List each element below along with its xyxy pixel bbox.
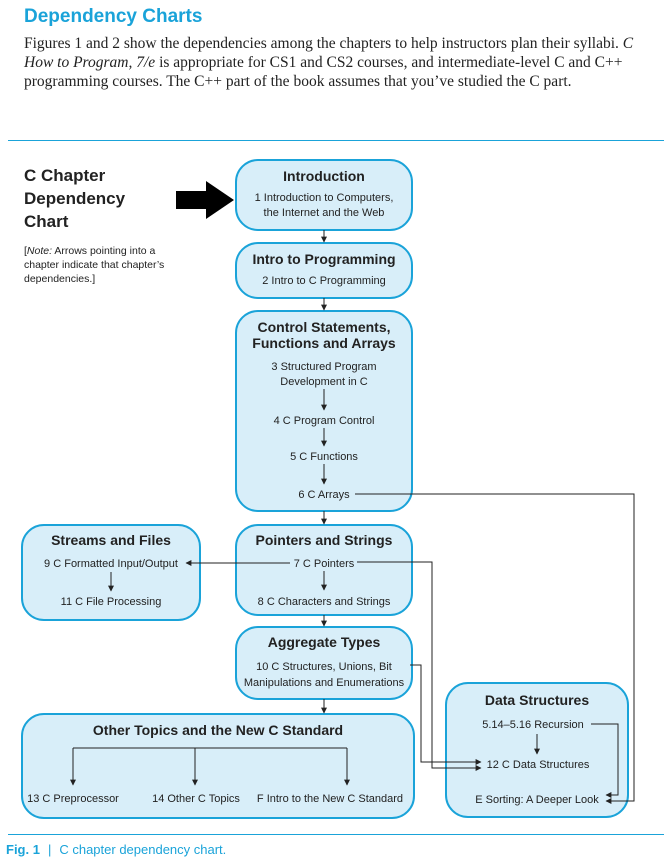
chapter-label: 8 C Characters and Strings: [258, 596, 391, 608]
caption-divider: |: [47, 842, 52, 857]
start-arrow-icon: [176, 181, 234, 219]
chapter-label: 6 C Arrays: [298, 489, 350, 501]
chapter-label: Development in C: [280, 376, 367, 388]
chapter-label: 5 C Functions: [290, 451, 358, 463]
chapter-label: 2 Intro to C Programming: [262, 275, 386, 287]
note-bracket: [: [24, 245, 27, 257]
group-title: Aggregate Types: [268, 634, 381, 650]
figure-number: Fig. 1: [6, 842, 40, 857]
caption-text: C chapter dependency chart.: [59, 842, 227, 857]
group-title: Introduction: [283, 168, 365, 184]
chapter-label: 4 C Program Control: [274, 415, 375, 427]
book-title: C How to Program, 7/e: [24, 35, 634, 71]
chapter-label: 9 C Formatted Input/Output: [44, 558, 178, 570]
group-title: Data Structures: [485, 692, 589, 708]
chapter-label: 5.14–5.16 Recursion: [482, 719, 584, 731]
arrow: [410, 664, 482, 765]
note-label: Note:: [26, 245, 53, 257]
group-box-other: [21, 713, 415, 819]
chapter-label: 12 C Data Structures: [487, 759, 590, 771]
chapter-label: 1 Introduction to Computers,: [255, 192, 394, 204]
chapter-label: 3 Structured Program: [271, 361, 376, 373]
arrow: [591, 723, 619, 798]
intro-text-1: Figures 1 and 2 show the dependencies am…: [24, 35, 623, 52]
chapter-label: E Sorting: A Deeper Look: [475, 794, 599, 806]
chapter-label: 14 Other C Topics: [152, 793, 240, 805]
group-title: Control Statements,: [257, 319, 390, 335]
group-title: Other Topics and the New C Standard: [93, 722, 343, 738]
intro-paragraph: Figures 1 and 2 show the dependencies am…: [24, 34, 644, 91]
top-rule: [8, 140, 664, 141]
chapter-label: 7 C Pointers: [294, 558, 355, 570]
chapter-label: 10 C Structures, Unions, Bit: [256, 661, 392, 673]
chart-note: [Note: Arrows pointing into a chapter in…: [24, 244, 184, 286]
group-title: Functions and Arrays: [252, 335, 396, 351]
chart-title-line: Chart: [24, 212, 69, 231]
chart-title-line: Dependency: [24, 189, 126, 208]
chapter-label: the Internet and the Web: [264, 207, 385, 219]
chart-title: C Chapter Dependency Chart: [24, 164, 125, 233]
group-title: Pointers and Strings: [256, 532, 393, 548]
page-heading: Dependency Charts: [24, 6, 203, 27]
chapter-label: Manipulations and Enumerations: [244, 677, 405, 689]
group-title: Streams and Files: [51, 532, 171, 548]
group-title: Intro to Programming: [252, 251, 395, 267]
note-text: Arrows pointing into a chapter indicate …: [24, 245, 165, 285]
figure-caption: Fig. 1 | C chapter dependency chart.: [6, 842, 226, 857]
arrow: [355, 493, 635, 804]
bottom-rule: [8, 834, 664, 835]
intro-text-2: is appropriate for CS1 and CS2 courses, …: [24, 54, 623, 90]
chart-title-line: C Chapter: [24, 166, 106, 185]
chapter-label: F Intro to the New C Standard: [257, 793, 403, 805]
chapter-label: 11 C File Processing: [61, 596, 162, 608]
arrow: [357, 561, 482, 771]
chapter-label: 13 C Preprocessor: [27, 793, 119, 805]
